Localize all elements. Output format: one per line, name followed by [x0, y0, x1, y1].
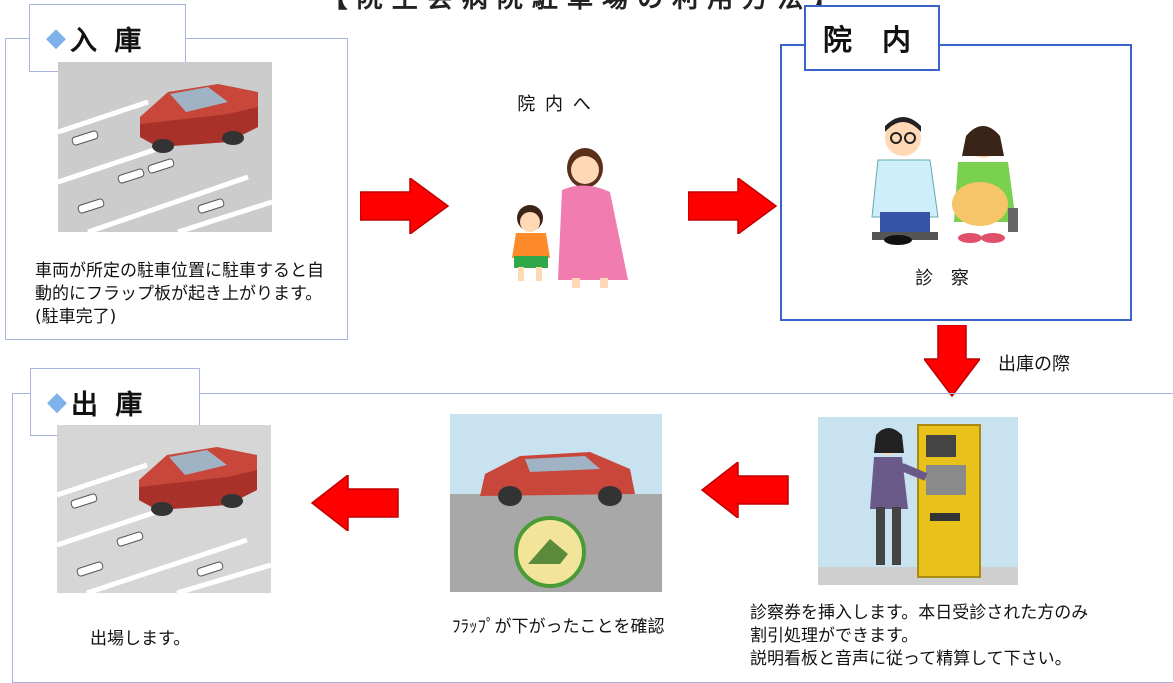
- left-arrow-icon: [310, 475, 399, 531]
- mother-child-image: [512, 148, 628, 288]
- car-leaving-image: [57, 425, 271, 593]
- on-exit-label: 出庫の際: [998, 354, 1070, 375]
- exit-step-pay-line3: 説明看板と音声に従って精算して下さい。: [750, 649, 1072, 669]
- exit-step-pay-line2: 割引処理ができます。: [750, 626, 919, 646]
- flap-down-image: [450, 414, 662, 592]
- diamond-icon: ◆: [47, 387, 67, 417]
- exit-tab-label: 出 庫: [71, 389, 147, 421]
- exit-tab: ◆ 出 庫: [30, 368, 200, 436]
- diamond-icon: ◆: [46, 23, 66, 53]
- exit-step-pay-line1: 診察券を挿入します。本日受診された方のみ: [750, 603, 1089, 623]
- payment-machine-image: [818, 417, 1018, 585]
- inside-tab-label: 院 内: [822, 23, 922, 57]
- car-parking-image: [58, 62, 272, 232]
- entry-tab: ◆ 入 庫: [29, 4, 186, 72]
- right-arrow-icon: [360, 178, 450, 234]
- left-arrow-icon: [700, 462, 789, 518]
- doctor-patient-image: [871, 117, 1018, 245]
- right-arrow-icon: [688, 178, 778, 234]
- down-arrow-icon: [924, 325, 980, 397]
- entry-description: 車両が所定の駐車位置に駐車すると自動的にフラップ板が起き上がります。(駐車完了): [35, 261, 324, 327]
- inside-caption: 診 察: [915, 268, 975, 289]
- exit-step-flap: ﾌﾗｯﾌﾟが下がったことを確認: [452, 617, 665, 637]
- to-hospital-label: 院 内 へ: [517, 94, 593, 115]
- page-header: 【 院 生 会 病 院 駐 車 場 の 利 用 方 法 】: [200, 0, 960, 15]
- inside-panel: [780, 44, 1132, 321]
- inside-tab: 院 内: [804, 5, 940, 71]
- exit-step-leave: 出場します。: [90, 629, 191, 649]
- entry-tab-label: 入 庫: [70, 25, 146, 57]
